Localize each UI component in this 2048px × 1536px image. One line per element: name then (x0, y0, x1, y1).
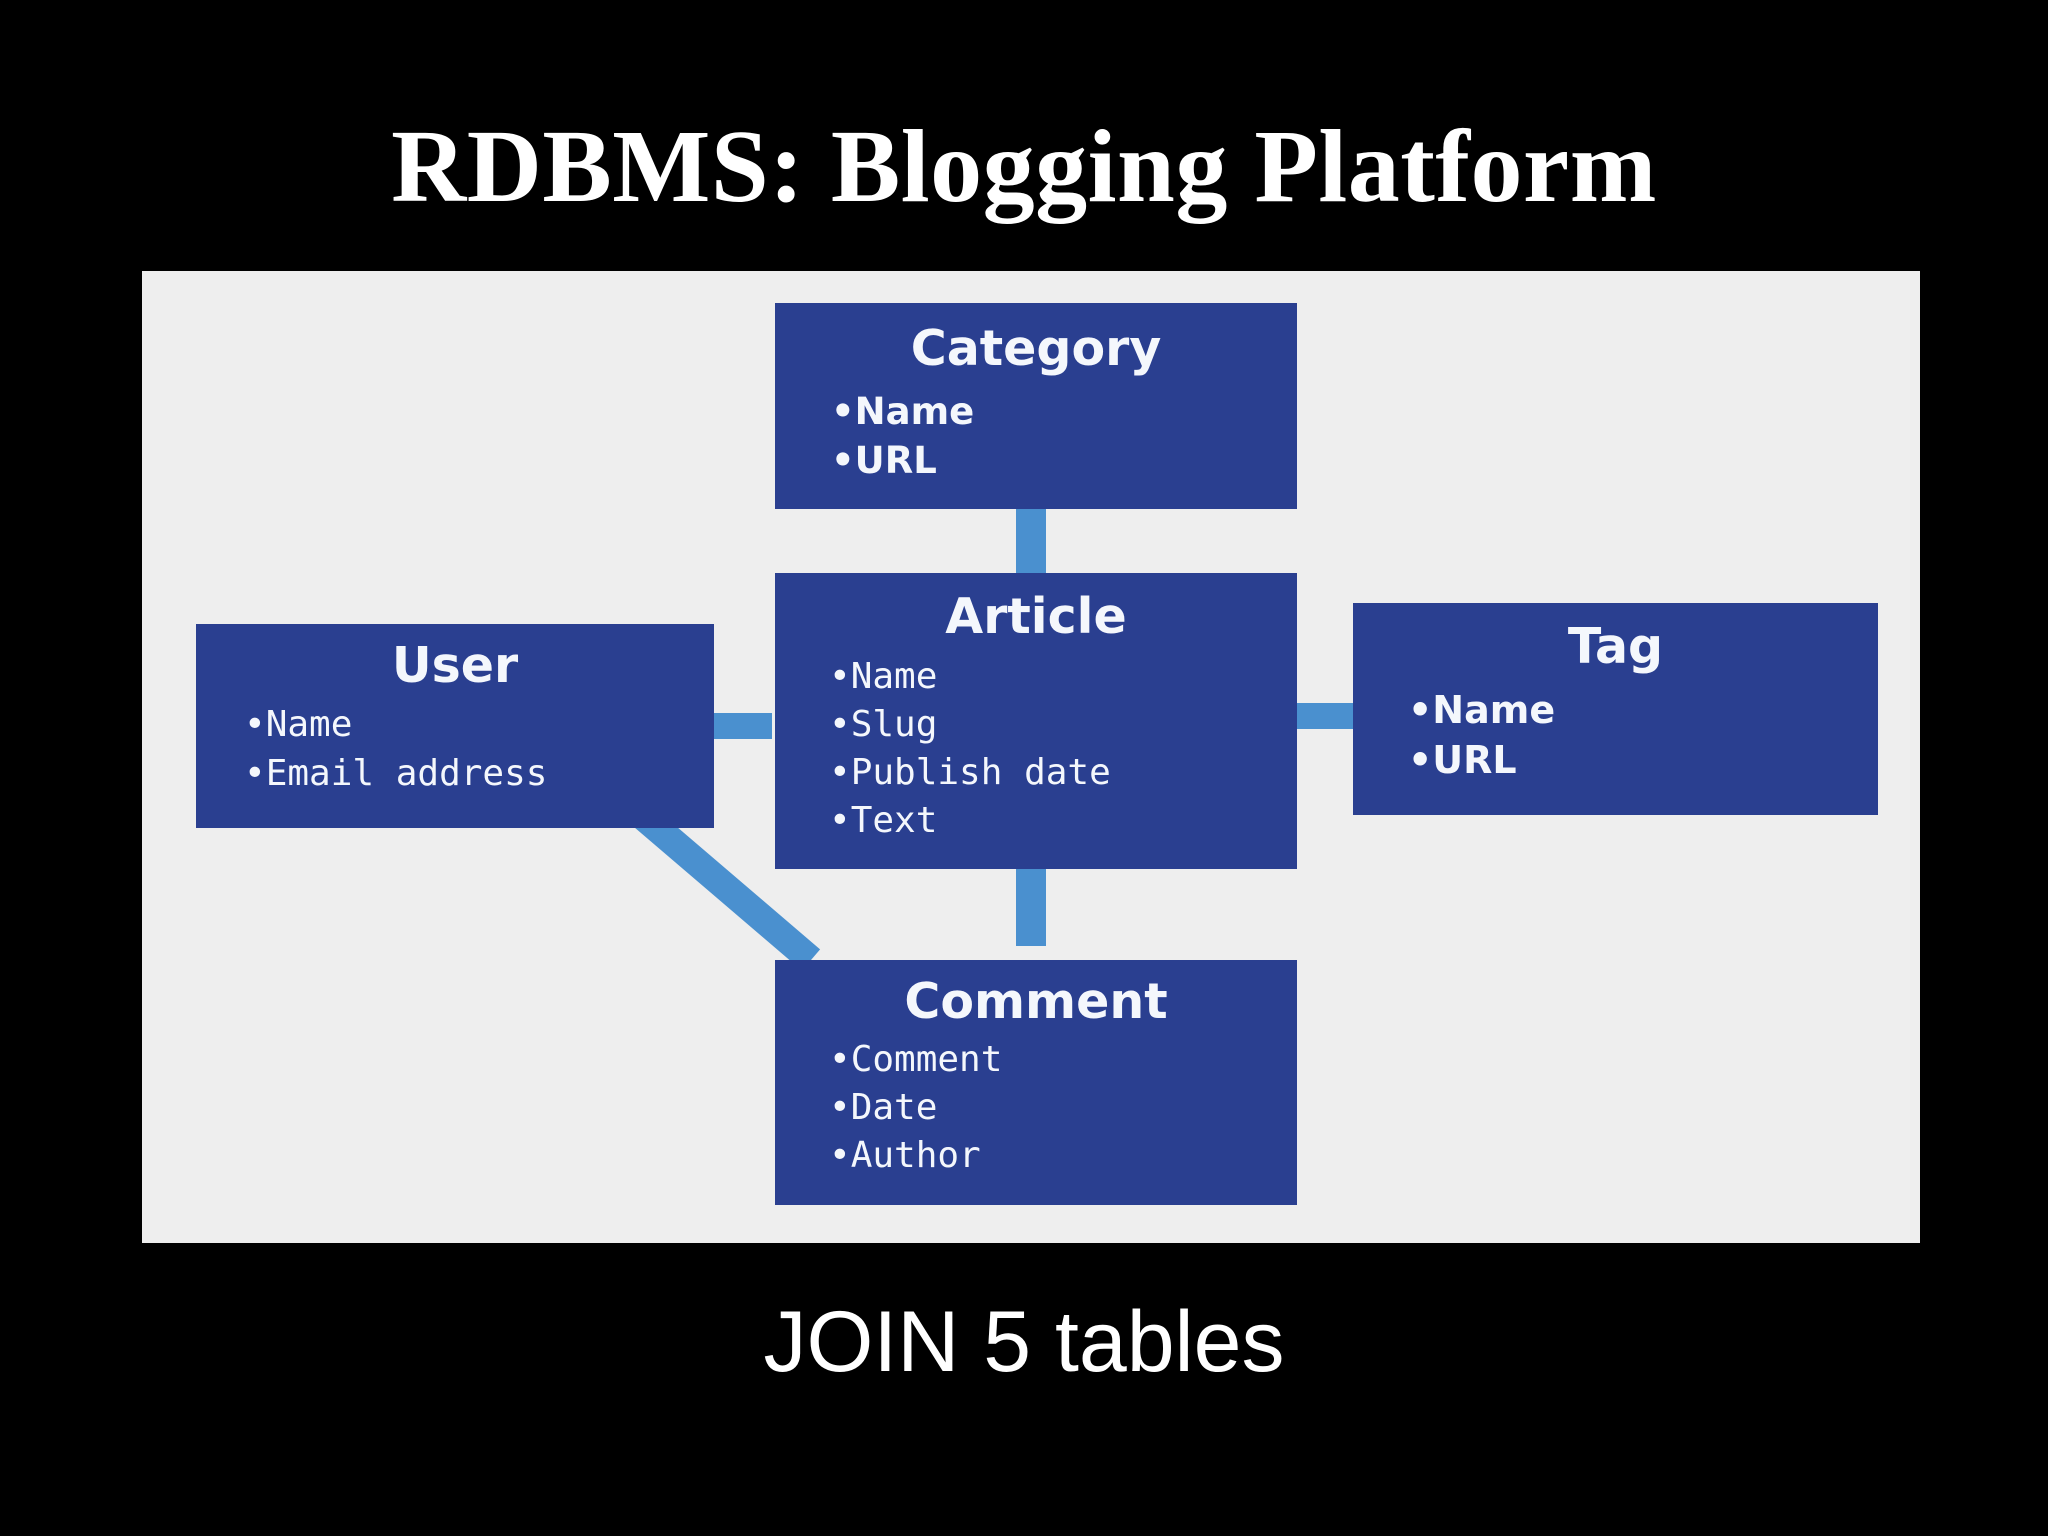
entity-box-user[interactable]: User •Name •Email address (196, 624, 714, 828)
field-item: •Name (244, 700, 714, 749)
field-item: •URL (831, 436, 1297, 485)
connector-user-comment (625, 800, 835, 970)
field-label: Publish date (850, 752, 1111, 793)
entity-box-comment[interactable]: Comment •Comment •Date •Author (775, 960, 1297, 1205)
field-item: •Name (1408, 685, 1878, 735)
field-label: Author (850, 1135, 981, 1176)
entity-fields-tag: •Name •URL (1353, 675, 1878, 785)
entity-title-tag: Tag (1567, 618, 1664, 675)
bullet-icon: • (244, 753, 266, 794)
field-label: Name (1432, 688, 1556, 732)
entity-fields-category: •Name •URL (775, 377, 1297, 485)
bullet-icon: • (829, 800, 851, 841)
slide-caption: JOIN 5 tables (763, 1294, 1285, 1390)
field-label: Text (850, 800, 938, 841)
bullet-icon: • (1408, 738, 1433, 782)
entity-fields-article: •Name •Slug •Publish date •Text (775, 645, 1297, 845)
entity-title-user: User (391, 637, 519, 694)
field-item: •Text (829, 797, 1297, 845)
connector-category-article (1016, 498, 1046, 578)
field-item: •Author (829, 1132, 1297, 1180)
field-item: •Email address (244, 749, 714, 798)
field-label: URL (1432, 738, 1517, 782)
field-label: Name (265, 704, 353, 745)
page-title: RDBMS: Blogging Platform (391, 109, 1657, 224)
bullet-icon: • (829, 704, 851, 745)
bullet-icon: • (831, 390, 855, 433)
entity-fields-comment: •Comment •Date •Author (775, 1030, 1297, 1180)
bullet-icon: • (829, 1087, 851, 1128)
entity-fields-user: •Name •Email address (196, 694, 714, 798)
field-item: •Publish date (829, 749, 1297, 797)
bullet-icon: • (244, 704, 266, 745)
field-item: •Date (829, 1084, 1297, 1132)
bullet-icon: • (829, 1135, 851, 1176)
bullet-icon: • (829, 752, 851, 793)
field-label: Name (850, 656, 938, 697)
field-item: •Name (831, 387, 1297, 436)
field-item: •URL (1408, 735, 1878, 785)
field-item: •Slug (829, 701, 1297, 749)
field-item: •Name (829, 653, 1297, 701)
entity-title-article: Article (945, 588, 1127, 645)
entity-title-comment: Comment (904, 973, 1168, 1030)
field-label: Slug (850, 704, 938, 745)
bullet-icon: • (1408, 688, 1433, 732)
connector-article-comment (1016, 868, 1046, 946)
entity-box-article[interactable]: Article •Name •Slug •Publish date •Text (775, 573, 1297, 869)
entity-title-category: Category (910, 320, 1162, 377)
field-label: URL (854, 439, 937, 482)
bullet-icon: • (829, 1039, 851, 1080)
field-item: •Comment (829, 1036, 1297, 1084)
field-label: Comment (850, 1039, 1003, 1080)
bullet-icon: • (831, 439, 855, 482)
bullet-icon: • (829, 656, 851, 697)
field-label: Email address (265, 753, 548, 794)
field-label: Name (854, 390, 975, 433)
entity-box-tag[interactable]: Tag •Name •URL (1353, 603, 1878, 815)
entity-box-category[interactable]: Category •Name •URL (775, 303, 1297, 509)
field-label: Date (850, 1087, 938, 1128)
